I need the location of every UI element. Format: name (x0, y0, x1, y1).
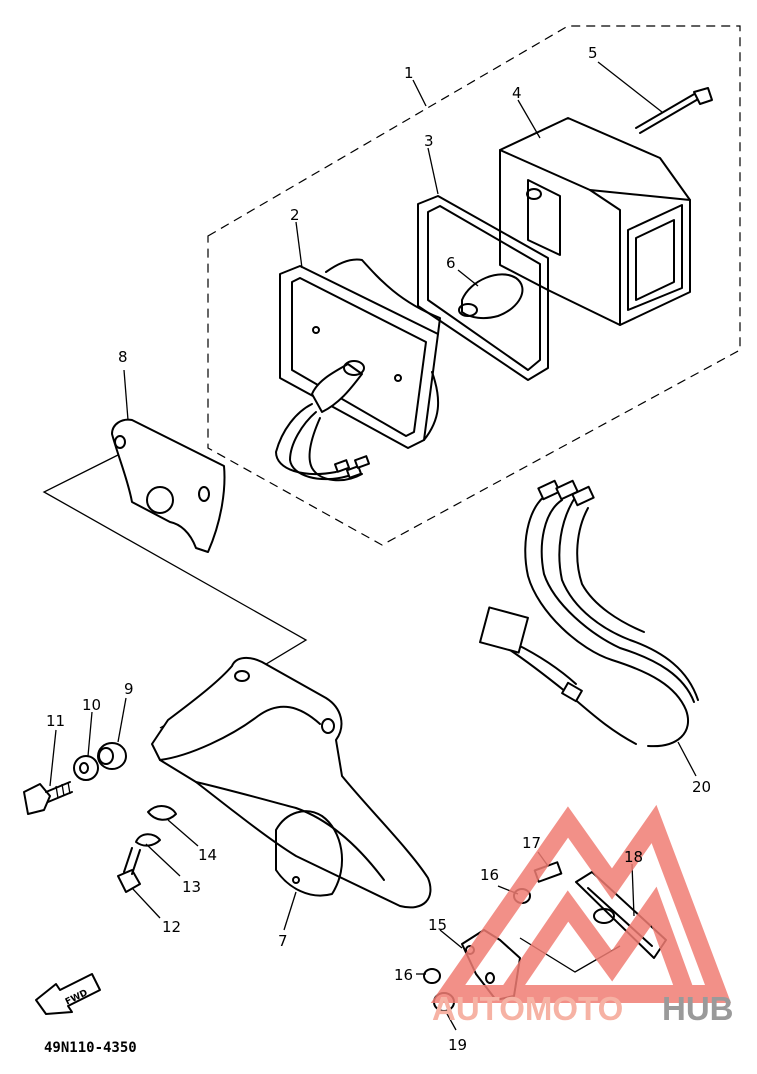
callout-7: 7 (278, 932, 288, 950)
watermark-text-automoto: AUTOMOTO (432, 990, 623, 1027)
washer-10 (73, 755, 99, 781)
callout-18: 18 (624, 848, 643, 866)
bolt-11 (23, 781, 73, 815)
spacer-16b (423, 968, 441, 984)
automotohub-watermark: AUTOMOTO HUB (430, 804, 734, 1027)
watermark-triangle (430, 804, 732, 1003)
watermark-text-hub: HUB (662, 990, 734, 1027)
bulb-6 (458, 273, 524, 320)
callout-20: 20 (692, 778, 711, 796)
screw-12 (117, 847, 141, 893)
callout-3: 3 (424, 132, 434, 150)
callout-1: 1 (404, 64, 414, 82)
lens-housing (499, 117, 691, 326)
forward-arrow-icon: FWD (35, 973, 101, 1015)
mounting-plate-8 (111, 418, 226, 553)
grommet-9 (97, 742, 127, 770)
callout-8: 8 (118, 348, 128, 366)
callout-2: 2 (290, 206, 300, 224)
callout-14: 14 (198, 846, 217, 864)
wire-harness-20 (479, 479, 699, 748)
callout-9: 9 (124, 680, 134, 698)
washer-14 (147, 805, 177, 821)
assembly-boundary (207, 25, 741, 546)
callout-11: 11 (46, 712, 65, 730)
washer-13 (135, 833, 161, 847)
callout-13: 13 (182, 878, 201, 896)
base-housing-2 (275, 258, 441, 482)
callout-12: 12 (162, 918, 181, 936)
callout-17: 17 (522, 834, 541, 852)
leader-lines (49, 61, 697, 1031)
callout-4: 4 (512, 84, 522, 102)
diagram-code: 49N110-4350 (44, 1040, 137, 1056)
screw-5 (635, 87, 713, 134)
callout-16-upper: 16 (480, 866, 499, 884)
callout-6: 6 (446, 254, 456, 272)
callout-5: 5 (588, 44, 598, 62)
callout-15: 15 (428, 916, 447, 934)
bracket-7 (151, 656, 432, 909)
callout-16-lower: 16 (394, 966, 413, 984)
callout-19: 19 (448, 1036, 467, 1054)
callout-10: 10 (82, 696, 101, 714)
gasket-3 (417, 195, 549, 381)
